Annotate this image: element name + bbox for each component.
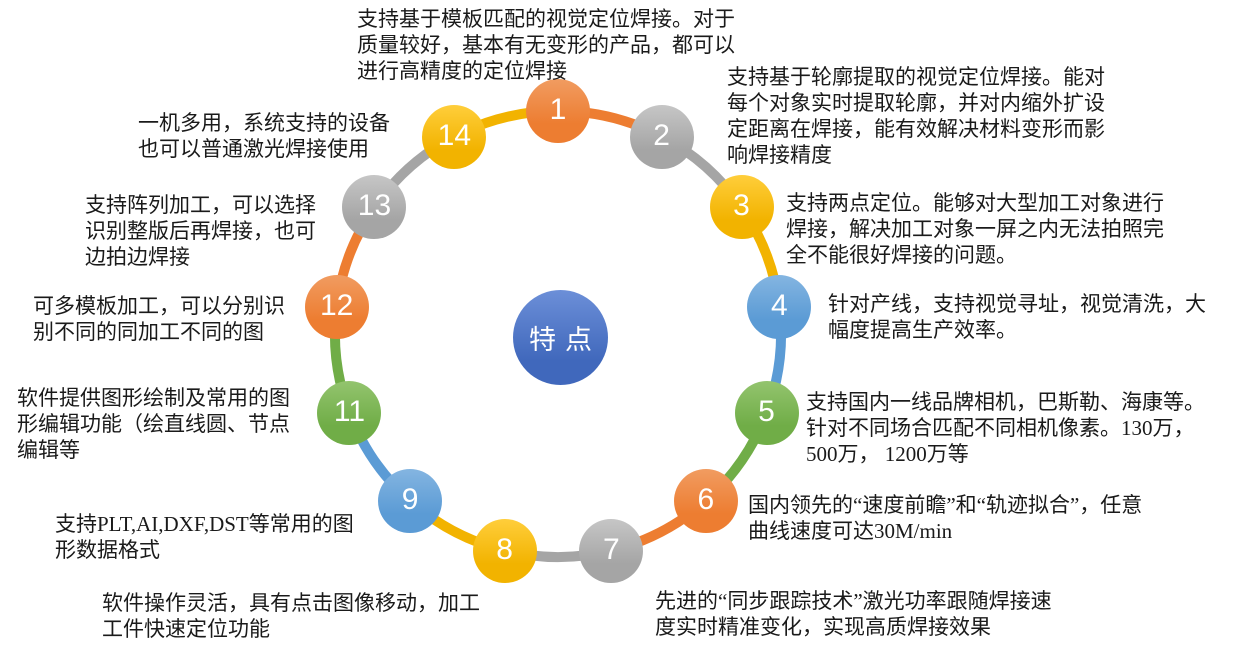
cycle-node-4: 4 — [747, 275, 812, 340]
feature-text-3: 支持两点定位。能够对大型加工对象进行 焊接，解决加工对象一屏之内无法拍照完 全不… — [786, 191, 1164, 267]
cycle-node-11: 11 — [317, 381, 382, 446]
feature-text-12: 可多模板加工，可以分别识 别不同的同加工不同的图 — [33, 294, 285, 344]
feature-text-5: 支持国内一线品牌相机，巴斯勒、海康等。 针对不同场合匹配不同相机像素。130万，… — [806, 390, 1205, 466]
cycle-node-number-12: 12 — [319, 289, 354, 323]
feature-text-7: 先进的“同步跟踪技术”激光功率跟随焊接速 度实时精准变化，实现高质焊接效果 — [655, 589, 1052, 639]
cycle-node-3: 3 — [709, 175, 774, 240]
cycle-node-5: 5 — [734, 381, 799, 446]
cycle-node-1: 1 — [526, 79, 590, 143]
cycle-node-number-14: 14 — [437, 118, 472, 152]
cycle-node-number-11: 11 — [333, 395, 366, 429]
feature-text-8: 软件操作灵活，具有点击图像移动，加工 工件快速定位功能 — [102, 591, 480, 641]
cycle-node-number-9: 9 — [401, 482, 419, 516]
feature-text-6: 国内领先的“速度前瞻”和“轨迹拟合”，任意 曲线速度可达30M/min — [748, 493, 1143, 543]
cycle-node-number-1: 1 — [549, 93, 567, 126]
cycle-node-number-7: 7 — [603, 532, 620, 566]
cycle-node-number-4: 4 — [771, 289, 788, 323]
cycle-node-number-5: 5 — [758, 395, 775, 429]
feature-text-11: 软件提供图形绘制及常用的图 形编辑功能（绘直线圆、节点 编辑等 — [17, 386, 290, 462]
feature-text-2: 支持基于轮廓提取的视觉定位焊接。能对 每个对象实时提取轮廓，并对内缩外扩设 定距… — [727, 65, 1105, 167]
cycle-node-2: 2 — [629, 104, 694, 169]
feature-text-4: 针对产线，支持视觉寻址，视觉清洗，大 幅度提高生产效率。 — [828, 292, 1206, 342]
feature-text-13: 支持阵列加工，可以选择 识别整版后再焊接，也可 边拍边焊接 — [85, 193, 316, 269]
center-label: 特点 — [529, 325, 601, 355]
cycle-node-number-8: 8 — [496, 532, 513, 566]
cycle-node-12: 12 — [304, 275, 369, 340]
cycle-node-6: 6 — [673, 468, 738, 533]
feature-text-14: 一机多用，系统支持的设备 也可以普通激光焊接使用 — [138, 111, 390, 161]
cycle-node-14: 14 — [422, 104, 487, 169]
cycle-node-number-3: 3 — [733, 189, 750, 223]
cycle-node-13: 13 — [342, 175, 407, 240]
cycle-node-number-2: 2 — [653, 118, 670, 152]
cycle-node-7: 7 — [579, 518, 644, 583]
feature-text-9: 支持PLT,AI,DXF,DST等常用的图 形数据格式 — [55, 512, 354, 562]
feature-text-1: 支持基于模板匹配的视觉定位焊接。对于 质量较好，基本有无变形的产品，都可以 进行… — [357, 7, 735, 83]
cycle-node-number-13: 13 — [357, 189, 392, 223]
center-circle: 特点 — [513, 290, 608, 385]
cycle-node-number-6: 6 — [697, 482, 715, 516]
cycle-node-9: 9 — [378, 468, 443, 533]
cycle-node-8: 8 — [472, 518, 537, 583]
